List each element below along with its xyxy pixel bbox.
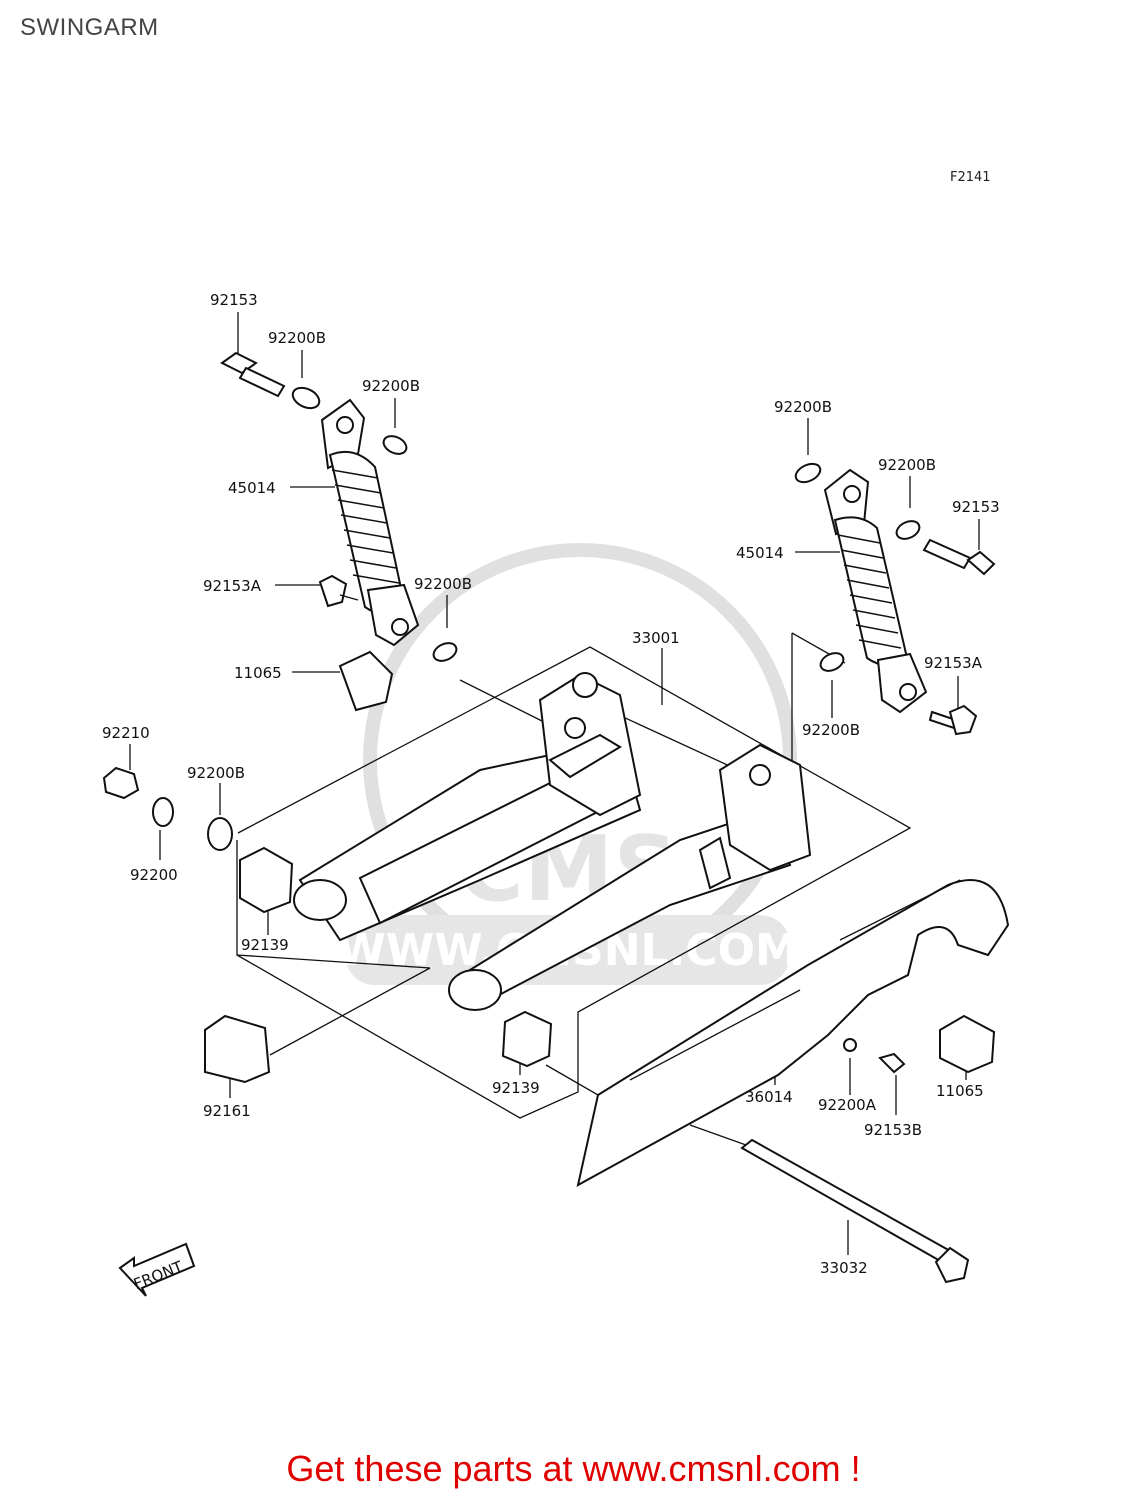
label-92200b-1: 92200B <box>268 329 326 347</box>
label-92153-right: 92153 <box>952 498 1000 516</box>
label-36014: 36014 <box>745 1088 793 1106</box>
label-92153-left: 92153 <box>210 291 258 309</box>
swingarm-frame <box>293 672 812 1011</box>
label-92153b: 92153B <box>864 1121 922 1139</box>
label-92200b-7: 92200B <box>802 721 860 739</box>
label-33032: 33032 <box>820 1259 868 1277</box>
label-45014-left: 45014 <box>228 479 276 497</box>
part-labels: 92153 92200B 92200B 45014 92153A 92200B … <box>102 291 1000 1277</box>
label-11065-left: 11065 <box>234 664 282 682</box>
label-11065-right: 11065 <box>936 1082 984 1100</box>
label-92200b-5: 92200B <box>774 398 832 416</box>
label-92210: 92210 <box>102 724 150 742</box>
label-92139-left: 92139 <box>241 936 289 954</box>
label-92153a-right: 92153A <box>924 654 983 672</box>
pivot-shaft <box>740 1138 970 1284</box>
right-shock-absorber <box>794 462 996 736</box>
label-92161: 92161 <box>203 1102 251 1120</box>
front-direction-arrow: FRONT <box>118 1242 196 1297</box>
label-92139-center: 92139 <box>492 1079 540 1097</box>
label-92200b-3: 92200B <box>414 575 472 593</box>
label-92200a: 92200A <box>818 1096 877 1114</box>
label-92153a-left: 92153A <box>203 577 262 595</box>
page-title: SWINGARM <box>20 14 159 41</box>
left-hardware <box>102 650 553 1084</box>
footer-promo-link[interactable]: Get these parts at www.cmsnl.com ! <box>286 1448 861 1489</box>
label-92200b-4: 92200B <box>187 764 245 782</box>
label-92200b-6: 92200B <box>878 456 936 474</box>
figure-code: F2141 <box>950 170 991 185</box>
label-92200: 92200 <box>130 866 178 884</box>
left-shock-absorber <box>220 351 458 662</box>
label-92200b-2: 92200B <box>362 377 420 395</box>
label-45014-right: 45014 <box>736 544 784 562</box>
chain-guard <box>576 879 1010 1187</box>
label-33001: 33001 <box>632 629 680 647</box>
